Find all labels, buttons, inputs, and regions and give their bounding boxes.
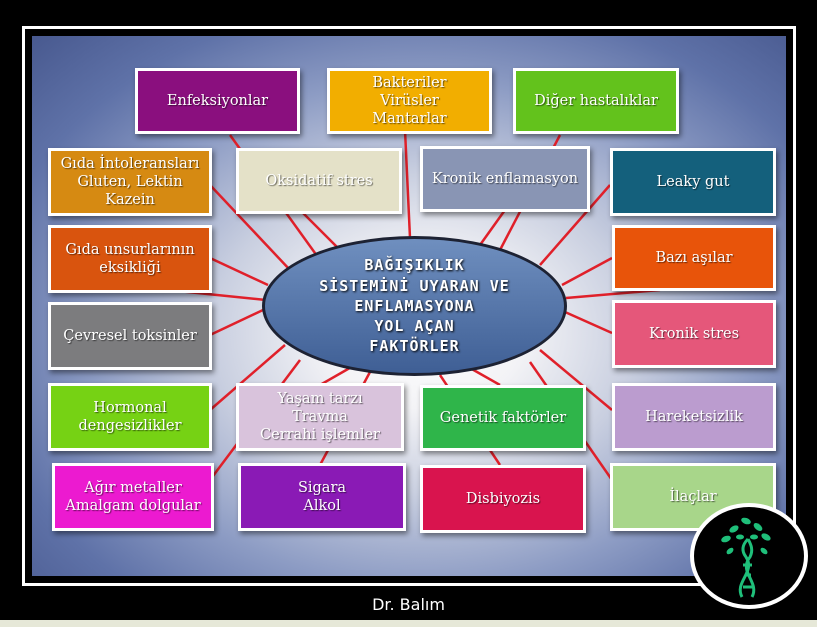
box-sigara-alkol: Sigara Alkol xyxy=(238,463,406,531)
box-kronik-enflamasyon: Kronik enflamasyon xyxy=(420,146,590,212)
box-enfeksiyonlar: Enfeksiyonlar xyxy=(135,68,300,134)
box-gida-unsurlari: Gıda unsurlarının eksikliği xyxy=(48,225,212,293)
box-bazi-asilar: Bazı aşılar xyxy=(612,225,776,291)
box-diger-hastaliklar: Diğer hastalıklar xyxy=(513,68,679,134)
box-hareketsizlik: Hareketsizlik xyxy=(612,383,776,451)
box-cevresel-toksinler: Çevresel toksinler xyxy=(48,302,212,370)
footer-author: Dr. Balım xyxy=(372,594,445,614)
slide-border xyxy=(22,26,796,586)
tree-dna-icon xyxy=(721,517,771,598)
box-bakteriler: Bakteriler Virüsler Mantarlar xyxy=(327,68,492,134)
center-ellipse: BAĞIŞIKLIK SİSTEMİNİ UYARAN VE ENFLAMASY… xyxy=(262,236,567,376)
box-kronik-stres: Kronik stres xyxy=(612,300,776,368)
box-genetik-faktorler: Genetik faktörler xyxy=(420,385,586,451)
box-oksidatif-stres: Oksidatif stres xyxy=(236,148,402,214)
bottom-strip xyxy=(0,620,817,627)
box-agir-metaller: Ağır metaller Amalgam dolgular xyxy=(52,463,214,531)
tree-logo xyxy=(690,503,808,609)
box-hormonal-dengesizlikler: Hormonal dengesizlikler xyxy=(48,383,212,451)
box-gida-intoleranslari: Gıda İntoleransları Gluten, Lektin Kazei… xyxy=(48,148,212,216)
box-leaky-gut: Leaky gut xyxy=(610,148,776,216)
box-yasam-tarzi: Yaşam tarzı Travma Cerrahi işlemler xyxy=(236,383,404,451)
box-disbiyozis: Disbiyozis xyxy=(420,465,586,533)
